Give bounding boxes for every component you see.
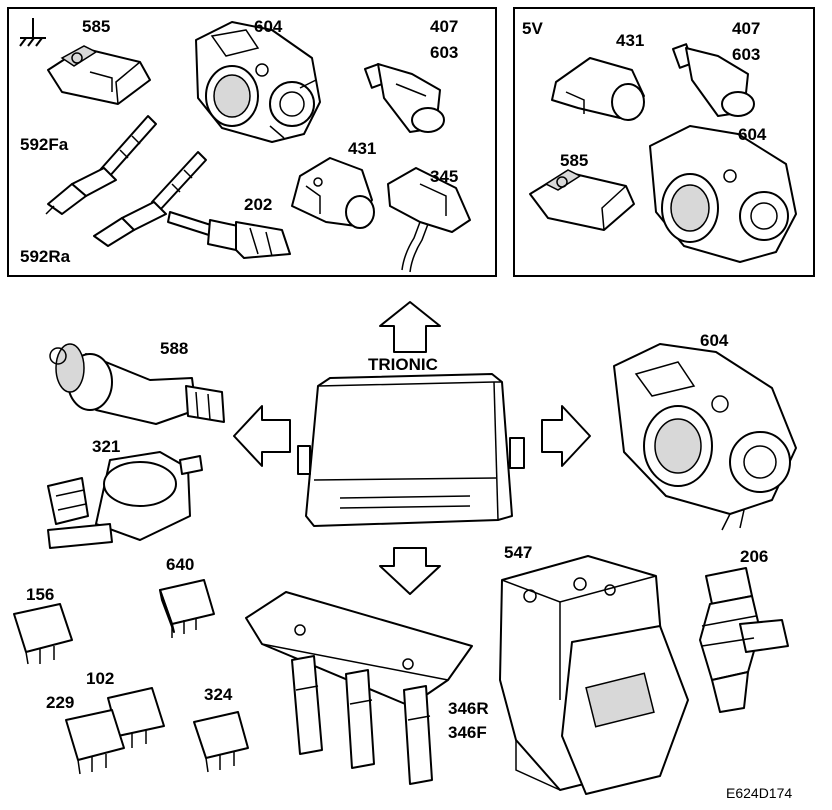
label-346f: 346F: [448, 723, 487, 742]
sensor-345-drawing: [387, 167, 471, 273]
throttle-body-604-drawing: [195, 21, 321, 143]
figure-code: E624D174: [726, 785, 792, 801]
label-407-5v: 407: [732, 19, 760, 38]
label-585-5v: 585: [560, 151, 588, 170]
ignition-cassette-346-drawing: [245, 591, 473, 785]
label-431-5v: 431: [616, 31, 644, 50]
temperature-sensor-202-drawing: [167, 211, 291, 259]
label-321: 321: [92, 437, 120, 456]
sensor-431-5v-drawing: [551, 57, 645, 121]
voltage-label: 5V: [522, 19, 543, 38]
abs-module-547-drawing: [499, 555, 689, 795]
label-604-ground: 604: [254, 17, 283, 36]
label-603-ground: 603: [430, 43, 458, 62]
sensor-407-603-drawing: [364, 63, 445, 133]
arrow-down-icon: [379, 547, 441, 595]
label-156: 156: [26, 585, 54, 604]
label-592ra: 592Ra: [20, 247, 71, 266]
relay-156-drawing: [13, 603, 73, 665]
label-346r: 346R: [448, 699, 489, 718]
valve-588-drawing: [49, 343, 225, 425]
label-431-ground: 431: [348, 139, 376, 158]
label-547: 547: [504, 543, 532, 562]
ecu-label: TRIONIC: [368, 355, 438, 374]
sensor-431-drawing: [291, 157, 375, 229]
label-229: 229: [46, 693, 74, 712]
arrow-up-icon: [379, 301, 441, 353]
injector-206-drawing: [699, 567, 789, 713]
label-202: 202: [244, 195, 272, 214]
valve-321-drawing: [47, 451, 203, 549]
arrow-left-icon: [233, 405, 291, 467]
label-592fa: 592Fa: [20, 135, 69, 154]
sensor-585-drawing: [47, 45, 151, 105]
label-585-ground: 585: [82, 17, 110, 36]
label-604-out: 604: [700, 331, 729, 350]
label-345: 345: [430, 167, 458, 186]
label-407-ground: 407: [430, 17, 458, 36]
label-324: 324: [204, 685, 233, 704]
oxygen-sensor-592fa-drawing: [45, 115, 157, 215]
label-640: 640: [166, 555, 194, 574]
throttle-body-604-5v-drawing: [649, 125, 797, 263]
oxygen-sensor-592ra-drawing: [93, 151, 207, 247]
label-603-5v: 603: [732, 45, 760, 64]
label-206: 206: [740, 547, 768, 566]
relay-229-drawing: [65, 709, 125, 775]
ecu-trionic-drawing: [297, 373, 525, 527]
ground-panel-frame: [7, 7, 497, 277]
sensor-407-603-5v-drawing: [672, 43, 755, 117]
label-102: 102: [86, 669, 114, 688]
label-588: 588: [160, 339, 188, 358]
sensor-585-5v-drawing: [529, 169, 635, 231]
relay-324-drawing: [193, 711, 249, 773]
throttle-body-604-out-drawing: [613, 343, 797, 531]
label-604-5v: 604: [738, 125, 767, 144]
supply-panel-frame: [513, 7, 815, 277]
relay-640-drawing: [159, 579, 215, 638]
arrow-right-icon: [541, 405, 591, 467]
ground-symbol-icon: [19, 18, 46, 47]
